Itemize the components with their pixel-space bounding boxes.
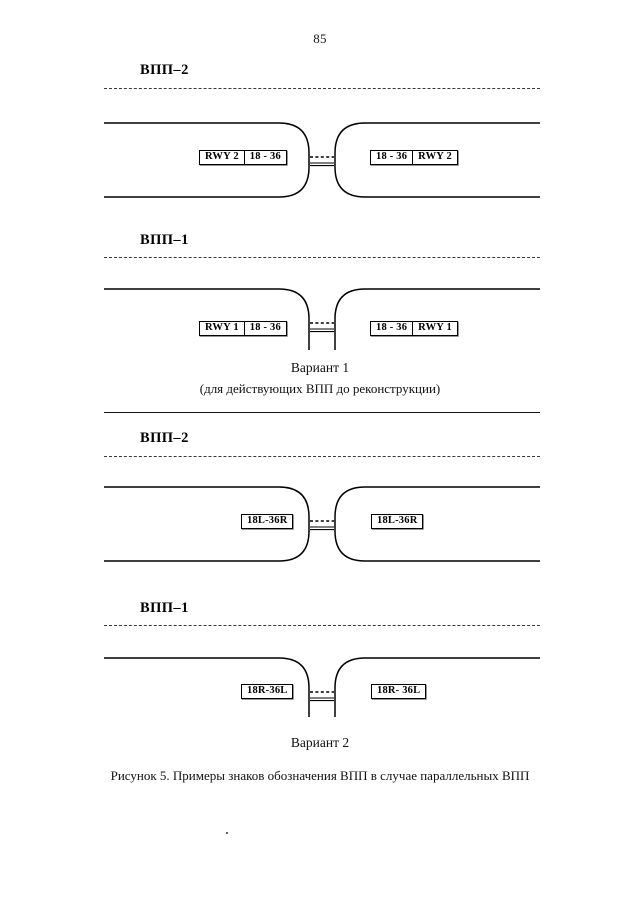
runway-sign-right-4: 18R- 36L bbox=[371, 684, 427, 699]
sign-cell: 18L-36R bbox=[247, 515, 288, 527]
runway-sign-right-3: 18L-36R bbox=[371, 514, 424, 529]
runway-diagram-full-2 bbox=[104, 486, 540, 562]
runway-label-vpp2-a: ВПП–2 bbox=[140, 62, 189, 78]
runway-label-vpp1-a: ВПП–1 bbox=[140, 232, 189, 248]
runway-sign-left-3: 18L-36R bbox=[241, 514, 294, 529]
runway-sign-right-1: 18 - 36 RWY 2 bbox=[370, 150, 458, 165]
section-divider-rule bbox=[104, 412, 540, 413]
sign-cell: RWY 1 bbox=[205, 322, 239, 334]
sign-cell: RWY 2 bbox=[205, 151, 239, 163]
runway-centerline bbox=[104, 257, 540, 258]
runway-diagram-full-1 bbox=[104, 122, 540, 198]
sign-cell: RWY 1 bbox=[412, 322, 457, 335]
sign-cell: 18 - 36 bbox=[243, 151, 286, 164]
variant1-title: Вариант 1 bbox=[290, 360, 350, 375]
runway-sign-left-2: RWY 1 18 - 36 bbox=[199, 321, 287, 336]
runway-sign-left-1: RWY 2 18 - 36 bbox=[199, 150, 287, 165]
runway-label-vpp1-b: ВПП–1 bbox=[140, 600, 189, 616]
sign-cell: 18 - 36 bbox=[376, 322, 408, 334]
runway-centerline bbox=[104, 456, 540, 457]
variant2-title: Вариант 2 bbox=[290, 735, 350, 750]
sign-cell: 18R-36L bbox=[247, 685, 288, 697]
sign-cell: 18 - 36 bbox=[243, 322, 286, 335]
runway-centerline bbox=[104, 88, 540, 89]
runway-sign-left-4: 18R-36L bbox=[241, 684, 294, 699]
sign-cell: RWY 2 bbox=[412, 151, 457, 164]
sign-cell: 18R- 36L bbox=[377, 685, 421, 697]
runway-centerline bbox=[104, 625, 540, 626]
runway-label-vpp2-b: ВПП–2 bbox=[140, 430, 189, 446]
sign-cell: 18 - 36 bbox=[376, 151, 408, 163]
figure-caption: Рисунок 5. Примеры знаков обозначения ВП… bbox=[110, 768, 530, 783]
variant1-subtitle: (для действующих ВПП до реконструкции) bbox=[199, 381, 441, 396]
runway-diagram-clipped-1 bbox=[104, 288, 540, 350]
page-number: 85 bbox=[313, 31, 327, 46]
sign-cell: 18L-36R bbox=[377, 515, 418, 527]
scan-artifact-dot bbox=[226, 832, 228, 834]
runway-diagram-clipped-2 bbox=[104, 657, 540, 717]
runway-sign-right-2: 18 - 36 RWY 1 bbox=[370, 321, 458, 336]
